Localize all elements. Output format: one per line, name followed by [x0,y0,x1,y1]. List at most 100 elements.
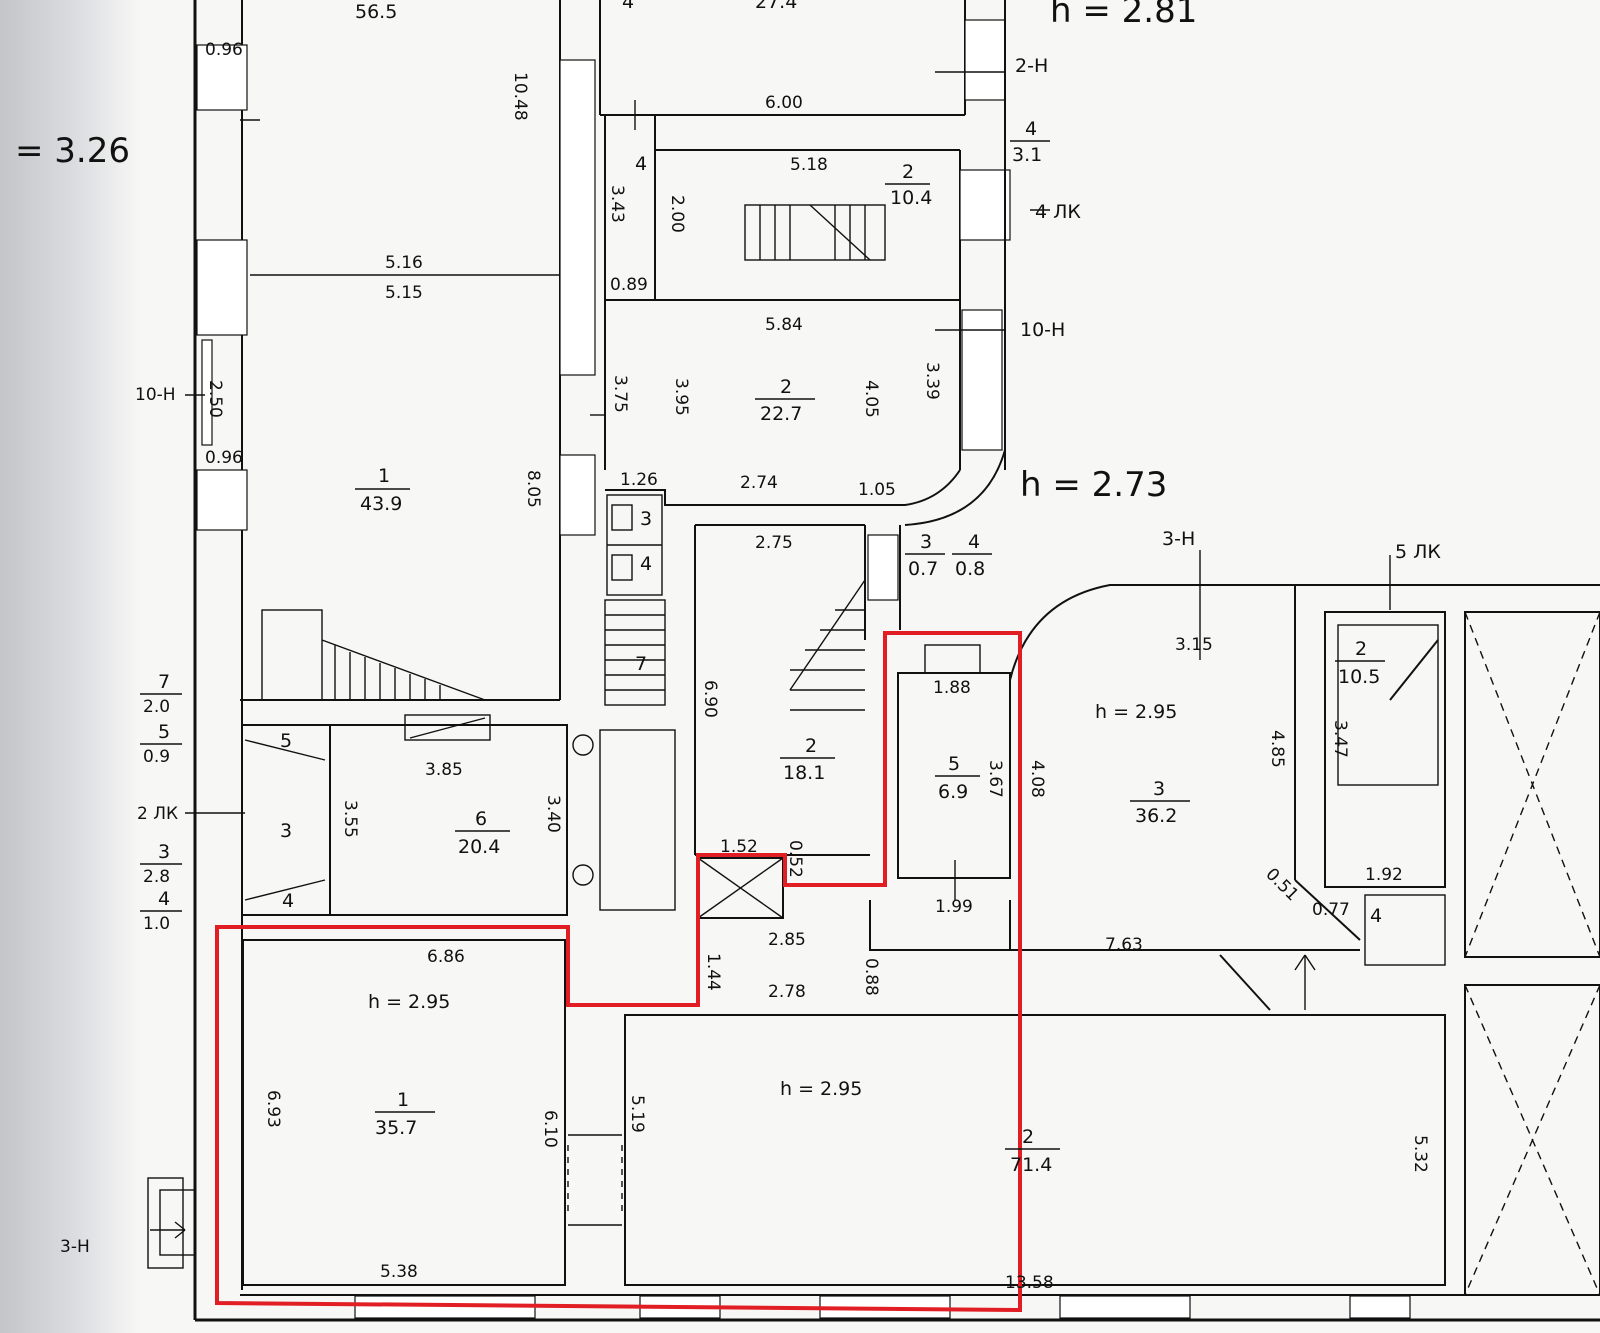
room-number: 5 [948,753,960,775]
room-number-small: 7 [635,653,647,675]
dimension: 0.77 [1312,900,1350,920]
marker: 10-Н [1020,319,1065,341]
dimension: 2.00 [667,195,687,233]
dimension: 3.75 [610,375,630,413]
marker: 5 ЛК [1395,541,1441,563]
room-area: 56.5 [355,1,397,23]
dimension: 1.88 [933,678,971,698]
dimension: 5.15 [385,283,423,303]
dimension: 3.47 [1330,720,1350,758]
room-area: 22.7 [760,403,802,425]
marker: 10-Н [135,385,176,405]
dimension: 5.32 [1410,1135,1430,1173]
room-number-small: 4 [282,890,294,912]
dimension: 4.08 [1027,760,1047,798]
room-area: 0.7 [908,558,938,580]
room-area: 18.1 [783,762,825,784]
room-number-small: 3 [640,508,652,530]
room-labels: 56.5 27.4 2 10.4 2 22.7 1 43.9 2 18.1 5 … [355,0,1385,1176]
height-label: h = 2.95 [780,1078,862,1100]
dimension: 0.96 [205,40,243,60]
dimension: 5.84 [765,315,803,335]
dimension: 6.10 [540,1110,560,1148]
dimension: 2.75 [755,533,793,553]
room-number: 2 [902,161,914,183]
walls [147,0,1600,1322]
room-area: 3.1 [1012,144,1042,166]
dimension: 1.05 [858,480,896,500]
room-number: 1 [378,465,390,487]
fraction-area: 2.8 [143,867,170,887]
fraction-area: 2.0 [143,697,170,717]
room-area: 10.5 [1338,666,1380,688]
dimension: 5.19 [627,1095,647,1133]
room-area: 71.4 [1010,1154,1052,1176]
fraction-number: 5 [158,721,170,743]
fraction-area: 0.9 [143,747,170,767]
dimension: 3.67 [985,760,1005,798]
dimension: 1.92 [1365,865,1403,885]
fraction-area: 1.0 [143,914,170,934]
room-number-small: 3 [280,820,292,842]
room-area: 36.2 [1135,805,1177,827]
marker: 4 ЛК [1035,201,1081,223]
room-number: 1 [397,1089,409,1111]
height-label: h = 2.73 [1020,465,1167,505]
dimension: 8.05 [523,470,543,508]
dimension: 0.89 [610,275,648,295]
dimension: 0.88 [861,958,881,996]
dimension: 2.50 [205,380,225,418]
marker-labels: 2-Н 4 ЛК 10-Н 10-Н 3-Н 5 ЛК 2 ЛК 3-Н [60,55,1441,1257]
dimension: 4.05 [861,380,881,418]
dimension: 3.55 [340,800,360,838]
marker: 2-Н [1015,55,1048,77]
room-area: 27.4 [755,0,797,13]
marker: 3-Н [1162,528,1195,550]
dimension: 2.78 [768,982,806,1002]
room-number: 4 [1025,118,1037,140]
room-area: 35.7 [375,1117,417,1139]
room-number: 2 [805,735,817,757]
room-area: 20.4 [458,836,500,858]
room-number-small: 4 [640,553,652,575]
dimension: 7.63 [1105,935,1143,955]
dimension: 3.43 [607,185,627,223]
dimension: 6.93 [263,1090,283,1128]
dimension: 6.90 [700,680,720,718]
room-number-small: 4 [622,0,634,13]
dimension: 13.58 [1005,1273,1054,1293]
dimension: 1.44 [703,953,723,991]
fraction-number: 4 [158,888,170,910]
room-area: 43.9 [360,493,402,515]
small-room-numbers: 4 4 3 4 7 5 3 4 4 [280,0,1382,927]
ceiling-heights: h = 2.81 = 3.26 h = 2.73 h = 2.95 h = 2.… [15,0,1197,1100]
room-number-small: 4 [635,153,647,175]
dimension: 0.96 [205,448,243,468]
height-label: = 3.26 [15,131,130,171]
dimension: 0.51 [1261,864,1302,905]
dimension: 4.85 [1267,730,1287,768]
room-area: 10.4 [890,187,932,209]
room-number: 2 [1355,638,1367,660]
dimension: 5.16 [385,253,423,273]
dimension: 1.26 [620,470,658,490]
dimension: 0.52 [785,840,805,878]
room-number-small: 5 [280,730,292,752]
marker: 2 ЛК [137,804,178,824]
marker: 3-Н [60,1237,90,1257]
highlighted-area-outline [215,631,1022,1313]
dimension: 3.95 [671,378,691,416]
dimension: 5.18 [790,155,828,175]
room-number: 3 [1153,778,1165,800]
room-number-small: 4 [1370,905,1382,927]
left-fractions: 7 2.0 5 0.9 3 2.8 4 1.0 [140,671,182,934]
height-label: h = 2.81 [1050,0,1197,31]
dimension: 2.74 [740,473,778,493]
room-area: 6.9 [938,781,968,803]
room-number: 2 [1022,1126,1034,1148]
dimension: 3.15 [1175,635,1213,655]
room-number: 3 [920,531,932,553]
dimension: 6.86 [427,947,465,967]
dimension: 6.00 [765,93,803,113]
